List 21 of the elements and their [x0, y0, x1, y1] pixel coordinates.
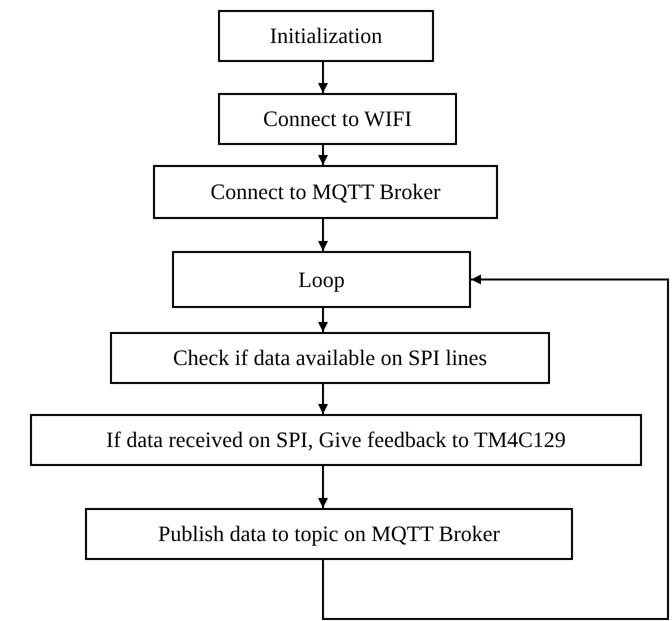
arrow — [318, 466, 328, 508]
process-box — [85, 508, 573, 560]
process-box — [30, 414, 642, 466]
step-text: Check if data available on SPI lines — [172, 344, 488, 372]
arrow — [318, 62, 328, 93]
step-text: Initialization — [270, 22, 382, 50]
step-text: Loop — [298, 266, 345, 294]
step-text: Publish data to topic on MQTT Broker — [158, 520, 500, 548]
process-box — [172, 251, 471, 308]
step-text: Connect to MQTT Broker — [210, 178, 440, 206]
step-text: If data received on SPI, Give feedback to TM4C129 — [106, 426, 566, 454]
process-box — [218, 93, 457, 145]
process-box — [153, 165, 498, 219]
arrow — [318, 219, 328, 251]
process-box — [218, 10, 434, 62]
process-box — [110, 332, 550, 384]
arrow — [318, 145, 328, 165]
step-text: Connect to WIFI — [263, 105, 412, 133]
arrow — [322, 274, 669, 620]
arrow — [318, 384, 328, 414]
arrow — [318, 308, 328, 332]
